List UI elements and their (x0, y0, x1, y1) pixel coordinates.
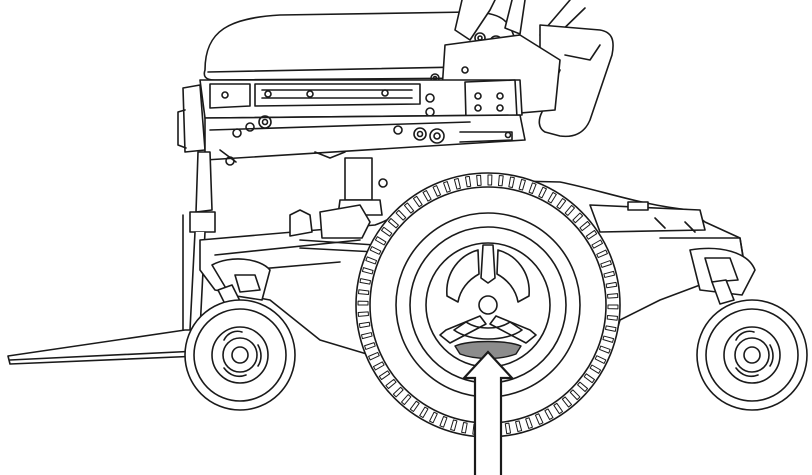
tread-lug (439, 415, 448, 428)
tread-lug (607, 293, 619, 299)
tread-lug (381, 226, 393, 237)
tread-lug (585, 229, 598, 240)
tread-lug (378, 370, 391, 381)
tread-lug (497, 174, 504, 187)
tread-lug (579, 220, 591, 232)
drive-wheel-hub (425, 242, 551, 368)
tread-lug (429, 411, 438, 424)
tread-lug (400, 394, 412, 406)
rear-caster-wheel (696, 279, 808, 411)
tread-lug (357, 300, 369, 306)
drive-wheel (355, 172, 621, 438)
tread-lug (453, 177, 461, 190)
tread-lug (364, 342, 376, 350)
tread-lug (357, 289, 370, 296)
tread-lug (409, 400, 420, 412)
tread-lug (359, 278, 372, 285)
tread-lug (544, 408, 554, 420)
tread-lug (528, 182, 537, 195)
tread-lug (461, 421, 468, 434)
tread-lug (604, 325, 617, 332)
tread-lug (508, 176, 515, 189)
tread-lug (534, 413, 544, 425)
tread-lug (577, 381, 589, 393)
tread-lug (556, 198, 567, 210)
tread-lug (374, 236, 387, 246)
up-arrow-icon (461, 350, 515, 475)
tread-lug (596, 249, 608, 259)
front-caster-wheel (184, 284, 296, 411)
tread-lug (360, 332, 373, 340)
tread-lug (538, 186, 547, 199)
highlight-region (454, 340, 522, 360)
tread-lug (373, 361, 385, 371)
tread-lug (572, 212, 584, 224)
tread-lug (561, 396, 573, 408)
tread-lug (564, 204, 576, 216)
tread-lug (358, 321, 371, 329)
seat-bracket (204, 114, 526, 166)
tread-lug (583, 373, 595, 384)
tread-lug (357, 311, 369, 317)
tread-lug (606, 314, 619, 321)
tread-lug (487, 174, 493, 186)
tread-lug (392, 386, 404, 398)
tread-lug (598, 345, 611, 354)
tread-lug (525, 417, 533, 429)
tread-lug (589, 364, 602, 374)
tread-lug (464, 175, 472, 188)
tread-lug (515, 420, 523, 433)
tread-lug (419, 406, 429, 419)
tread-lug (607, 304, 619, 310)
tread-lug (403, 202, 415, 214)
tread-lug (443, 181, 451, 193)
tread-lug (594, 355, 607, 364)
tread-lug (412, 195, 423, 208)
tread-lug (368, 351, 380, 361)
tread-lug (553, 402, 564, 415)
tire-tread (357, 174, 619, 436)
tread-lug (387, 217, 399, 229)
tread-lug (602, 335, 615, 343)
footplate (7, 329, 206, 365)
tread-lug (476, 174, 482, 186)
tread-lug (385, 378, 397, 390)
tread-lug (591, 239, 603, 249)
tread-lug (450, 419, 458, 432)
tread-lug (547, 191, 557, 204)
tread-lug (603, 270, 616, 278)
tread-lug (504, 422, 512, 435)
tread-lug (600, 260, 612, 268)
tread-lug (605, 281, 618, 289)
tread-lug (569, 389, 581, 401)
tread-lug (432, 185, 442, 197)
tread-lug (422, 190, 432, 202)
tread-lug (518, 178, 526, 191)
tread-lug (365, 256, 378, 265)
tread-lug (369, 246, 382, 255)
tread-lug (361, 267, 374, 275)
tread-lug (395, 209, 407, 221)
lift-column (337, 157, 388, 216)
seat-frame (177, 79, 523, 153)
